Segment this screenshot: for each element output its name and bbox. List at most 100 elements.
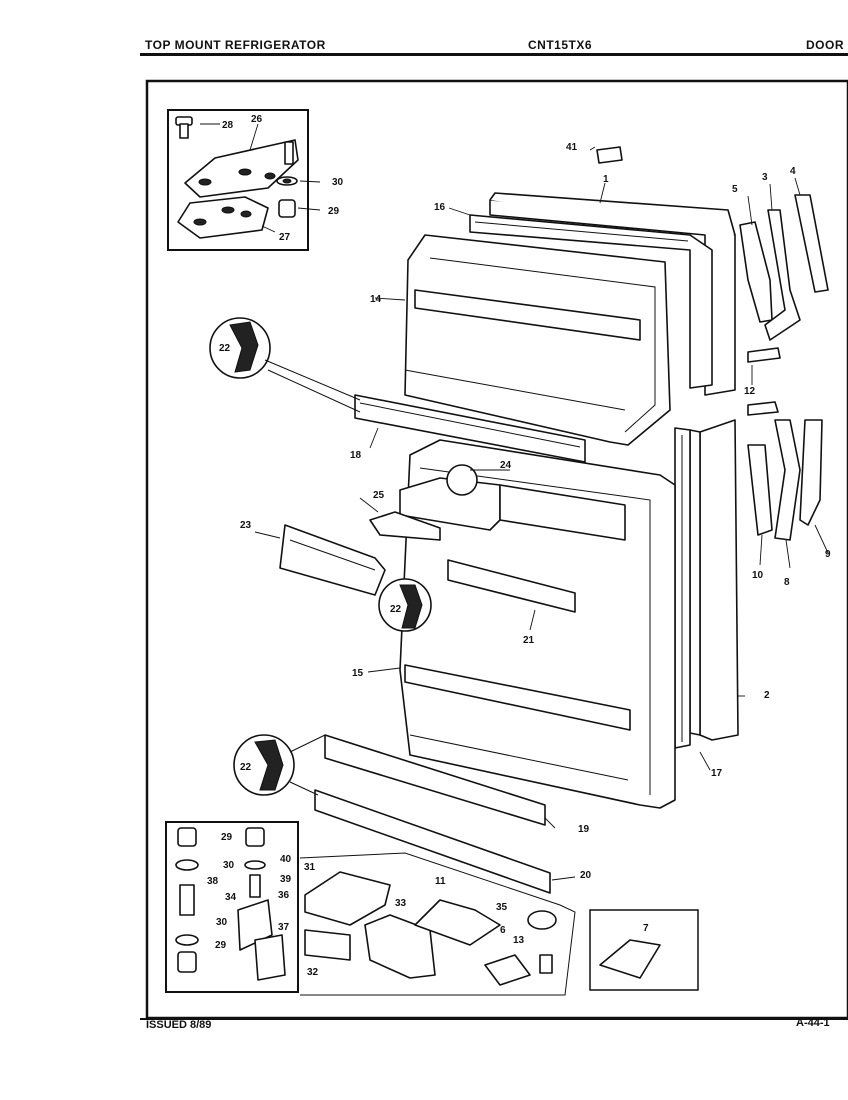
callout-29-b: 29 [215,940,227,951]
fresh-food-gasket-17 [674,427,691,749]
dairy-handle-25 [369,511,441,541]
page-code: A-44-1 [796,1017,830,1029]
callout-30-top: 30 [332,177,344,188]
callout-15: 15 [352,668,364,679]
hinge-cover-4 [794,194,829,293]
callout-6: 6 [500,925,506,936]
lower-hinge-31 [304,871,391,926]
callout-4: 4 [790,166,796,177]
upper-hinge-plate-26 [184,139,299,198]
screw-13 [539,954,553,974]
callout-29-top: 29 [328,206,340,217]
callout-20: 20 [580,870,592,881]
bracket-37 [254,934,286,981]
callout-22-a: 22 [219,343,231,354]
pin-34 [179,884,195,916]
bottom-hinge-tray [299,852,576,996]
callout-14: 14 [370,294,382,305]
detail-circle-22-a [209,317,361,413]
bushing-29-c [177,951,197,973]
hinge-cover-7 [599,939,661,979]
callout-labels: 41 1 16 14 18 24 25 23 21 15 17 19 20 2 … [207,114,831,978]
callout-30-b: 30 [216,917,228,928]
washer-30-b [175,934,199,946]
lower-hinge-8 [774,419,801,541]
model-number: CNT15TX6 [528,38,593,52]
footer-rule [140,1018,848,1020]
callout-2: 2 [764,690,770,701]
callout-29-a: 29 [221,832,233,843]
hinge-shim-27 [177,196,269,239]
callout-27: 27 [279,232,291,243]
dairy-door-23 [279,524,386,596]
leader-lines [200,123,829,881]
hinge-6 [484,954,531,986]
upper-hinge-3 [764,209,801,341]
callout-38: 38 [207,876,219,887]
bottom-trim-20 [314,789,551,894]
callout-18: 18 [350,450,362,461]
label-41 [596,146,623,164]
freezer-door-liner-14 [404,234,671,446]
callout-3: 3 [762,172,768,183]
callout-28: 28 [222,120,234,131]
door-shelf-21 [447,559,576,613]
bottom-shelf-bar-19 [324,734,546,826]
fresh-food-door-outer-2 [689,419,739,741]
hinge-shim-32 [304,929,351,961]
callout-21: 21 [523,635,535,646]
callout-26: 26 [251,114,263,125]
callout-35: 35 [496,902,508,913]
callout-41: 41 [566,142,578,153]
callout-30-a: 30 [223,860,235,871]
hinge-bracket-11 [414,899,501,946]
callout-23: 23 [240,520,252,531]
hinge-cover-9 [799,419,823,526]
callout-17: 17 [711,768,723,779]
part-7-inset [589,909,699,991]
callout-5: 5 [732,184,738,195]
issued-date: ISSUED 8/89 [146,1019,212,1031]
hinge-cover-10 [747,444,773,536]
callout-1: 1 [603,174,609,185]
dairy-compartment-24 [399,464,626,541]
section-name: DOOR [806,38,844,52]
callout-10: 10 [752,570,764,581]
stud-38 [249,874,261,898]
washer-30 [276,176,298,186]
callout-25: 25 [373,490,385,501]
callout-13: 13 [513,935,525,946]
header-rule [140,53,848,56]
callout-9: 9 [825,549,831,560]
bottom-hinge-inset [165,821,299,993]
callout-24: 24 [500,460,512,471]
bushing-29-a [177,827,197,847]
callout-11: 11 [435,876,446,887]
callout-31: 31 [304,862,316,873]
bushing-29 [278,199,296,218]
detail-circle-22-c [233,734,326,796]
bushing-29-b [245,827,265,847]
cam-35 [527,910,557,930]
callout-40: 40 [280,854,292,865]
callout-12: 12 [744,386,756,397]
callout-39: 39 [280,874,292,885]
detail-circle-22-b [378,578,432,632]
callout-8: 8 [784,577,790,588]
callout-7: 7 [643,923,649,934]
washer-39 [244,860,266,870]
callout-37: 37 [278,922,290,933]
callout-33: 33 [395,898,407,909]
callout-22-c: 22 [240,762,252,773]
callout-19: 19 [578,824,590,835]
washer-30-a [175,859,199,871]
callout-16: 16 [434,202,446,213]
callout-22-b: 22 [390,604,402,615]
bracket-36 [237,899,273,951]
top-hinge-inset [167,109,309,251]
callout-34: 34 [225,892,237,903]
callout-36: 36 [278,890,290,901]
hinge-screw-28 [175,116,193,139]
freezer-door-gasket-16 [469,214,713,389]
